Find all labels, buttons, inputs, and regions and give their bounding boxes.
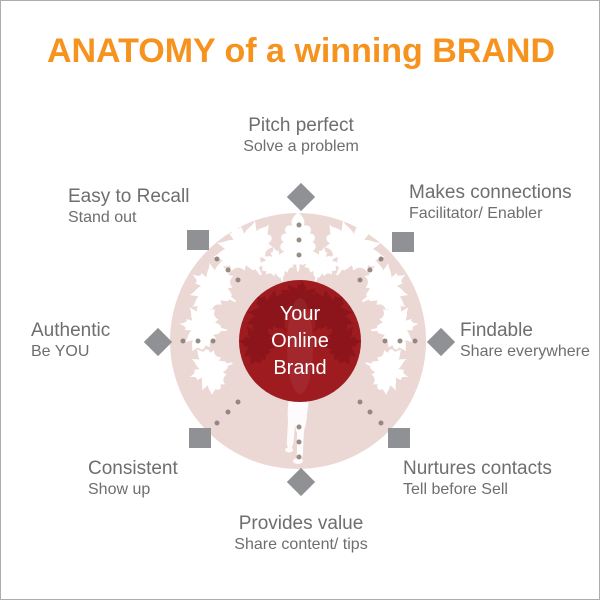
center-line-3: Brand — [273, 356, 327, 379]
spoke-title: Nurtures contacts — [403, 458, 552, 479]
center-circle: Your Online Brand — [239, 280, 361, 402]
page-title: ANATOMY of a winning BRAND — [46, 32, 556, 70]
spoke-subtitle: Show up — [88, 481, 151, 498]
marker-bottom-left-square — [189, 428, 211, 448]
marker-top-right-square — [392, 232, 414, 252]
spoke-subtitle: Tell before Sell — [403, 481, 508, 498]
spoke-subtitle: Stand out — [68, 209, 137, 226]
spoke-title: Easy to Recall — [68, 186, 190, 207]
marker-top-left-square — [187, 230, 209, 250]
spoke-title: Findable — [460, 320, 533, 341]
spoke-label-top: Pitch perfect Solve a problem — [151, 114, 451, 157]
dotted-rays — [180, 222, 418, 460]
spoke-subtitle: Solve a problem — [243, 138, 359, 155]
marker-bottom-right-square — [388, 428, 410, 448]
spoke-label-right: Findable Share everywhere — [460, 319, 590, 362]
spoke-subtitle: Share everywhere — [460, 343, 590, 360]
spoke-subtitle: Share content/ tips — [234, 536, 368, 553]
spoke-subtitle: Be YOU — [31, 343, 90, 360]
spoke-title: Authentic — [31, 320, 111, 341]
center-line-1: Your — [279, 302, 321, 325]
spoke-title: Consistent — [88, 458, 178, 479]
spoke-label-bottom-left: Consistent Show up — [88, 457, 178, 500]
spoke-title: Makes connections — [409, 182, 572, 203]
spoke-label-bottom: Provides value Share content/ tips — [151, 512, 451, 555]
spoke-label-top-right: Makes connections Facilitator/ Enabler — [409, 181, 572, 224]
spoke-label-bottom-right: Nurtures contacts Tell before Sell — [403, 457, 552, 500]
spoke-subtitle: Facilitator/ Enabler — [409, 205, 543, 222]
spoke-title: Pitch perfect — [248, 115, 354, 136]
torso-hint — [287, 298, 313, 394]
spoke-title: Provides value — [238, 513, 364, 534]
spoke-label-left: Authentic Be YOU — [31, 319, 110, 362]
spoke-label-top-left: Easy to Recall Stand out — [68, 185, 189, 228]
center-line-2: Online — [271, 329, 329, 352]
